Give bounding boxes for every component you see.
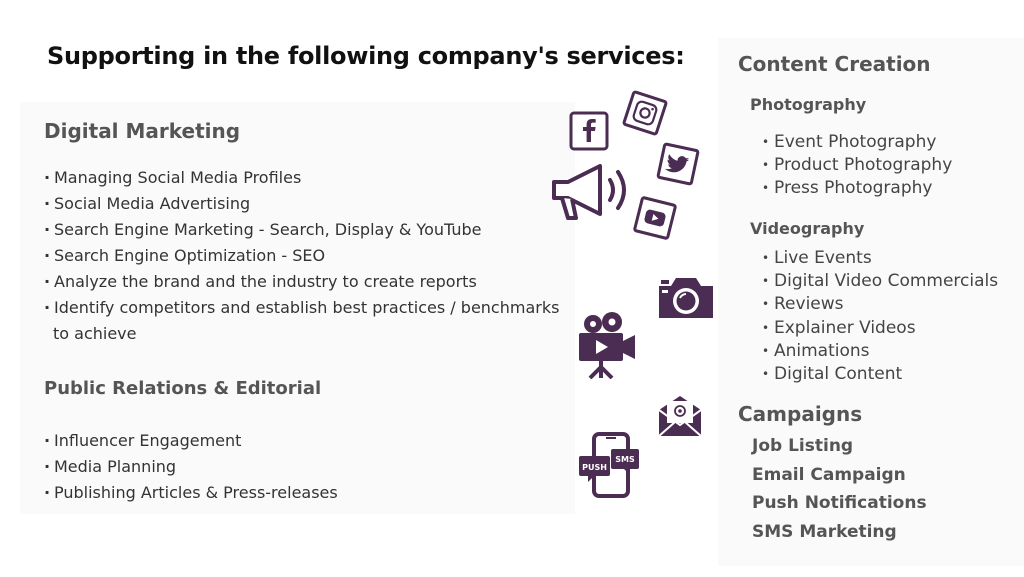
public-relations-title: Public Relations & Editorial	[44, 378, 322, 399]
list-item: Event Photography	[762, 131, 952, 154]
page-heading: Supporting in the following company's se…	[47, 42, 685, 70]
list-item: SMS Marketing	[752, 521, 897, 542]
mobile-notifications-icon: PUSH SMS	[578, 432, 642, 498]
facebook-icon	[569, 111, 609, 151]
digital-marketing-list: Managing Social Media Profiles Social Me…	[44, 165, 559, 321]
content-creation-title: Content Creation	[738, 52, 931, 76]
push-label: PUSH	[582, 463, 607, 472]
list-item: Publishing Articles & Press-releases	[44, 480, 338, 506]
list-item: Press Photography	[762, 177, 952, 200]
list-item: Explainer Videos	[762, 317, 998, 340]
list-item: Animations	[762, 340, 998, 363]
list-item-continuation: to achieve	[53, 324, 137, 343]
list-item: Social Media Advertising	[44, 191, 559, 217]
instagram-icon	[620, 88, 670, 138]
twitter-icon	[655, 141, 701, 187]
youtube-icon	[632, 195, 678, 241]
campaigns-list: Job Listing Email Campaign Push Notifica…	[752, 432, 927, 546]
list-item: Influencer Engagement	[44, 428, 338, 454]
video-camera-icon	[576, 311, 638, 379]
list-item: Product Photography	[762, 154, 952, 177]
list-item: Identify competitors and establish best …	[44, 295, 559, 321]
list-item: Email Campaign	[752, 464, 906, 485]
photography-title: Photography	[750, 95, 867, 114]
digital-marketing-title: Digital Marketing	[44, 119, 241, 143]
list-item: Digital Content	[762, 363, 998, 386]
videography-list: Live Events Digital Video Commercials Re…	[762, 247, 998, 386]
videography-title: Videography	[750, 219, 865, 238]
public-relations-list: Influencer Engagement Media Planning Pub…	[44, 428, 338, 506]
campaigns-title: Campaigns	[738, 402, 863, 426]
email-icon	[656, 394, 704, 438]
list-item: Analyze the brand and the industry to cr…	[44, 269, 559, 295]
camera-icon	[655, 274, 717, 322]
photography-list: Event Photography Product Photography Pr…	[762, 131, 952, 200]
list-item: Managing Social Media Profiles	[44, 165, 559, 191]
list-item: Media Planning	[44, 454, 338, 480]
list-item: Reviews	[762, 293, 998, 316]
list-item: Search Engine Optimization - SEO	[44, 243, 559, 269]
sms-label: SMS	[615, 455, 635, 464]
list-item: Job Listing	[752, 436, 854, 456]
list-item: Digital Video Commercials	[762, 270, 998, 293]
list-item: Live Events	[762, 247, 998, 270]
list-item: Push Notifications	[752, 493, 927, 513]
list-item: Search Engine Marketing - Search, Displa…	[44, 217, 559, 243]
megaphone-icon	[548, 160, 640, 224]
